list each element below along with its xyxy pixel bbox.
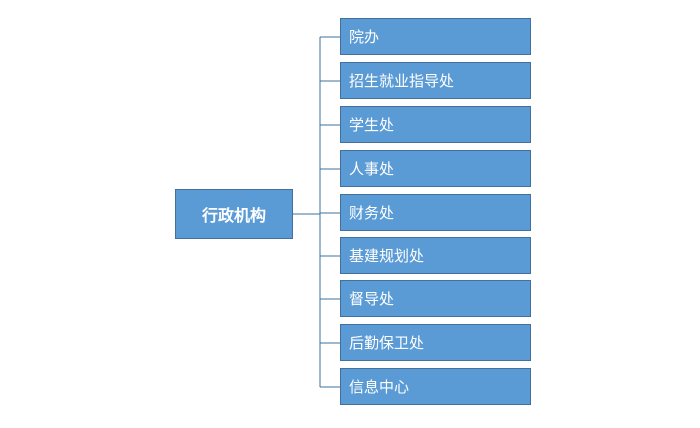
- child-node-jijian: 基建规划处: [340, 237, 531, 274]
- child-node-zhaosheng: 招生就业指导处: [340, 62, 531, 99]
- root-node: 行政机构: [175, 189, 293, 239]
- child-node-houqin: 后勤保卫处: [340, 324, 531, 361]
- child-node-dudao: 督导处: [340, 280, 531, 317]
- child-node-xinxi: 信息中心: [340, 368, 531, 405]
- child-node-xuesheng: 学生处: [340, 106, 531, 143]
- child-node-yuanban: 院办: [340, 18, 531, 55]
- child-node-caiwu: 财务处: [340, 194, 531, 231]
- child-node-renshi: 人事处: [340, 150, 531, 187]
